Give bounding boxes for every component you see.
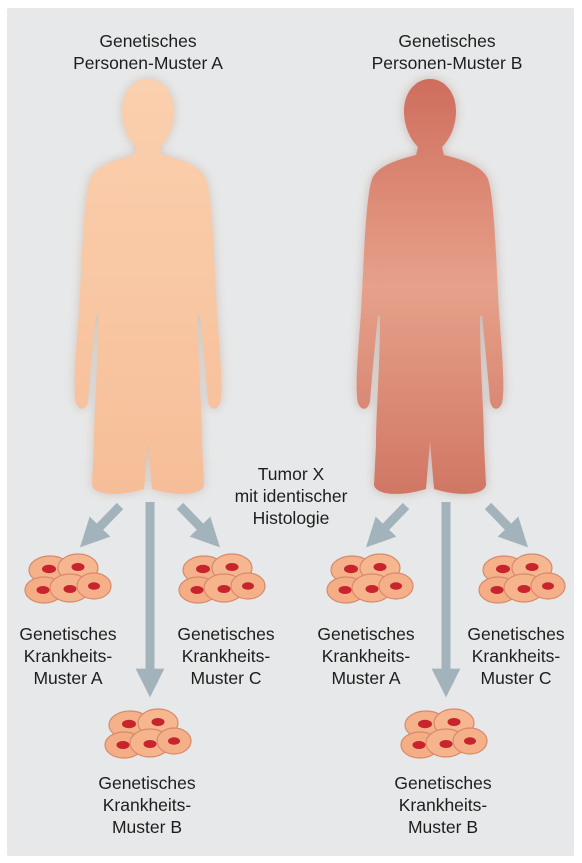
arrow-a-to-muster-c xyxy=(180,506,210,537)
arrow-a-to-muster-a xyxy=(90,506,120,537)
cell-cluster-b-muster-c xyxy=(479,554,565,603)
cell-cluster-b-muster-b xyxy=(401,709,487,758)
cell-cluster-a-muster-b xyxy=(105,709,191,758)
silhouette-b xyxy=(357,79,504,494)
silhouette-a xyxy=(75,79,222,494)
arrow-b-to-muster-c xyxy=(488,506,518,537)
cell-cluster-a-muster-a xyxy=(25,554,111,603)
cell-cluster-b-muster-a xyxy=(327,554,413,603)
cell-cluster-a-muster-c xyxy=(179,554,265,603)
arrow-b-to-muster-a xyxy=(376,506,406,537)
